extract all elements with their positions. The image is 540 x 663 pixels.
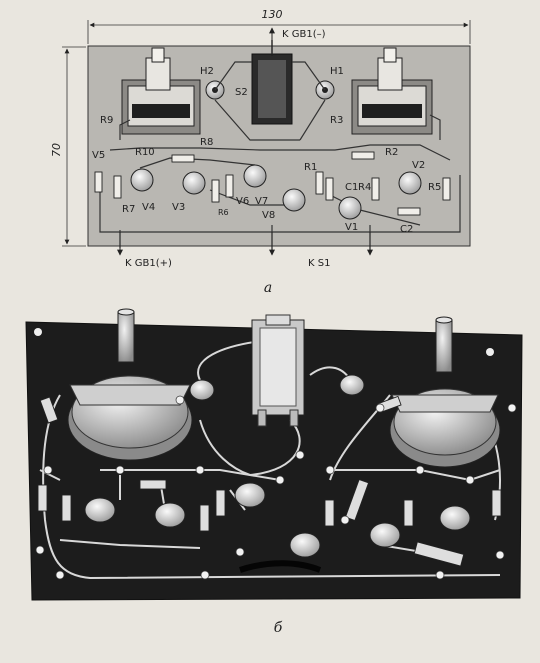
resistor-r5-a: [442, 177, 451, 201]
label-v3: V3: [172, 202, 185, 213]
label-v5: V5: [92, 150, 105, 161]
caption-b: б: [274, 620, 283, 636]
label-v8: V8: [262, 210, 275, 221]
lamp-h2-b: [189, 379, 215, 401]
potentiometer-left-a: [121, 47, 201, 135]
capacitor-c1-a: [325, 177, 334, 201]
transistor-v4-a: [130, 168, 154, 192]
label-h1: H1: [330, 66, 344, 77]
transistors-b: [84, 482, 471, 558]
transistor-v3-a: [182, 171, 206, 195]
solder-pads-b: [35, 395, 517, 580]
resistor-r2-a: [351, 151, 375, 160]
traces-a: [99, 61, 461, 250]
label-gb1-plus: K GB1(+): [125, 258, 172, 269]
switch-s2-b: [251, 314, 305, 427]
label-r2: R2: [385, 147, 398, 158]
label-s1: K S1: [308, 258, 330, 269]
transistors-a: [130, 164, 422, 220]
resistors-a: [94, 151, 451, 216]
label-c2: C2: [400, 224, 413, 235]
label-r3: R3: [330, 115, 343, 126]
potentiometer-left-b: [67, 308, 193, 461]
potentiometer-right-a: [351, 47, 433, 135]
diode-v6-a: [211, 179, 220, 203]
label-r1: R1: [304, 162, 317, 173]
caption-a: а: [264, 280, 272, 296]
capacitor-c2-a: [397, 207, 421, 216]
diagram-b: б: [25, 308, 523, 636]
resistor-r4-a: [371, 177, 380, 201]
label-v7: V7: [255, 196, 268, 207]
resistor-r1-a: [315, 171, 324, 195]
label-r5: R5: [428, 182, 441, 193]
transistor-v7-a: [243, 164, 267, 188]
resistor-r10-a: [171, 154, 195, 163]
label-c1: C1: [345, 182, 358, 193]
transistor-v2-a: [398, 171, 422, 195]
label-v4: V4: [142, 202, 155, 213]
label-s2: S2: [235, 87, 248, 98]
label-v1: V1: [345, 222, 358, 233]
label-r8: R8: [200, 137, 213, 148]
resistor-r6-a: [225, 174, 234, 198]
label-r9: R9: [100, 115, 113, 126]
label-v6: V6: [236, 196, 249, 207]
resistor-r7-a: [113, 175, 122, 199]
label-gb1-minus: K GB1(–): [282, 29, 326, 40]
switch-s2-a: [251, 40, 293, 125]
diagram-a: 130 70: [50, 8, 471, 296]
potentiometer-right-b: [389, 316, 501, 468]
label-r4: R4: [358, 182, 371, 193]
label-r7: R7: [122, 204, 135, 215]
transistor-v1-a: [338, 196, 362, 220]
label-r6: R6: [218, 208, 229, 217]
dimension-width-label: 130: [262, 8, 283, 21]
transistor-v8-a: [282, 188, 306, 212]
label-h2: H2: [200, 66, 214, 77]
label-v2: V2: [412, 160, 425, 171]
lamps-b: [189, 374, 365, 401]
lamp-h1-b: [339, 374, 365, 396]
label-r10: R10: [135, 147, 155, 158]
diode-v5-a: [94, 171, 103, 193]
dimension-height-label: 70: [50, 143, 63, 157]
